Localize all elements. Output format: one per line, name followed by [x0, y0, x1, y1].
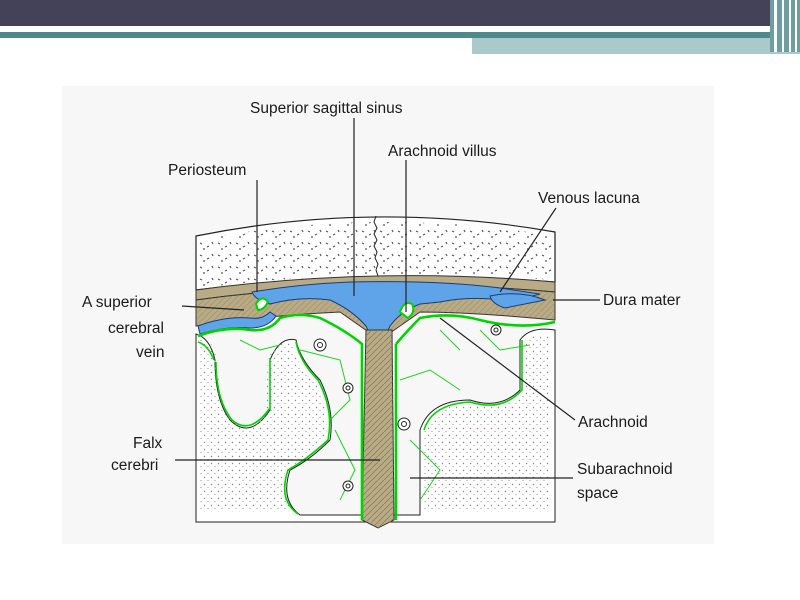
label-superior-cerebral-vein-2: cerebral — [108, 320, 164, 337]
label-arachnoid-villus: Arachnoid villus — [388, 143, 497, 160]
label-falx-cerebri-1: Falx — [133, 435, 163, 452]
header-gap — [0, 26, 800, 29]
slide-header-bar — [0, 0, 800, 26]
label-venous-lacuna: Venous lacuna — [538, 190, 640, 207]
label-arachnoid: Arachnoid — [578, 414, 648, 431]
label-subarachnoid-space-1: Subarachnoid — [577, 461, 673, 478]
label-superior-cerebral-vein-3: vein — [136, 344, 164, 361]
label-superior-sagittal-sinus: Superior sagittal sinus — [250, 100, 403, 117]
header-corner-stripes — [770, 0, 800, 52]
label-subarachnoid-space-2: space — [577, 485, 618, 502]
venous-lacuna — [489, 293, 547, 309]
small-vessels — [313, 324, 502, 492]
header-accent-box — [472, 38, 800, 54]
label-periosteum: Periosteum — [168, 162, 246, 179]
arachnoid-villus — [398, 302, 415, 320]
label-falx-cerebri-2: cerebri — [111, 457, 158, 474]
label-superior-cerebral-vein-1: A superior — [82, 294, 152, 311]
header-teal-line — [0, 32, 800, 38]
label-dura-mater: Dura mater — [603, 292, 681, 309]
arachnoid-membrane — [197, 313, 556, 520]
superior-sagittal-sinus — [251, 281, 541, 354]
leader-lines — [175, 118, 600, 479]
